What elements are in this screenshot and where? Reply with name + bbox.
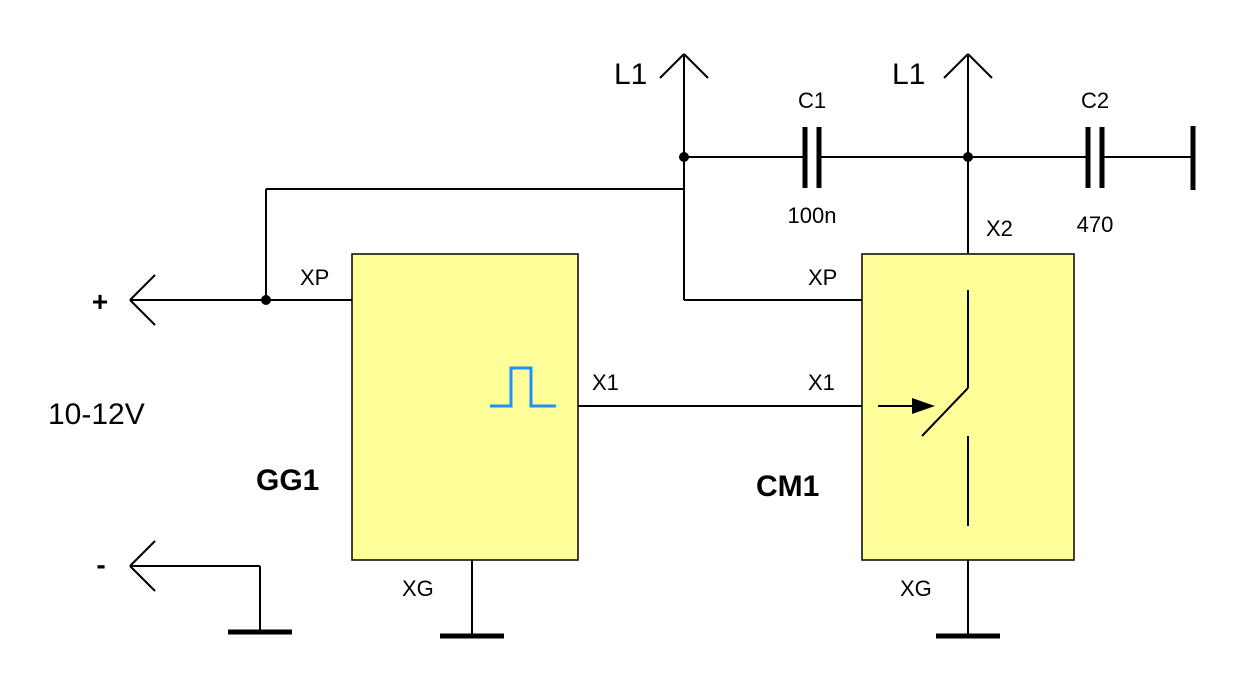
voltage-label: 10-12V (48, 398, 145, 431)
l1-left-arrow (659, 53, 709, 79)
c1-value: 100n (788, 203, 837, 228)
c1-name: C1 (798, 88, 826, 113)
pulse-icon (490, 366, 556, 408)
junction-dot-plus (261, 295, 271, 305)
gg1-name: GG1 (256, 464, 319, 497)
cm1-pin-x2: X2 (986, 216, 1013, 241)
c2-name: C2 (1081, 88, 1109, 113)
minus-label: - (96, 549, 105, 580)
plus-terminal-arrow (129, 274, 156, 326)
l1-right-arrow (943, 53, 993, 79)
cm1-pin-xg: XG (900, 576, 932, 601)
l1-right-label: L1 (892, 58, 925, 91)
plus-label: + (92, 286, 108, 317)
cm1-pin-x1: X1 (808, 370, 835, 395)
capacitor-c1-symbol (802, 127, 822, 188)
gg1-pin-x1: X1 (592, 370, 619, 395)
junction-dot-l1-left (679, 152, 689, 162)
c2-value: 470 (1077, 212, 1114, 237)
gg1-pin-xp: XP (300, 265, 329, 290)
switch-icon (921, 290, 969, 526)
junction-dot-l1-right (963, 152, 973, 162)
l1-left-label: L1 (614, 58, 647, 91)
minus-terminal-arrow (129, 540, 156, 592)
control-arrow-icon (878, 398, 935, 414)
cm1-name: CM1 (756, 470, 819, 503)
cm1-pin-xp: XP (808, 265, 837, 290)
gg1-pin-xg: XG (402, 576, 434, 601)
capacitor-c2-symbol (1085, 127, 1105, 188)
